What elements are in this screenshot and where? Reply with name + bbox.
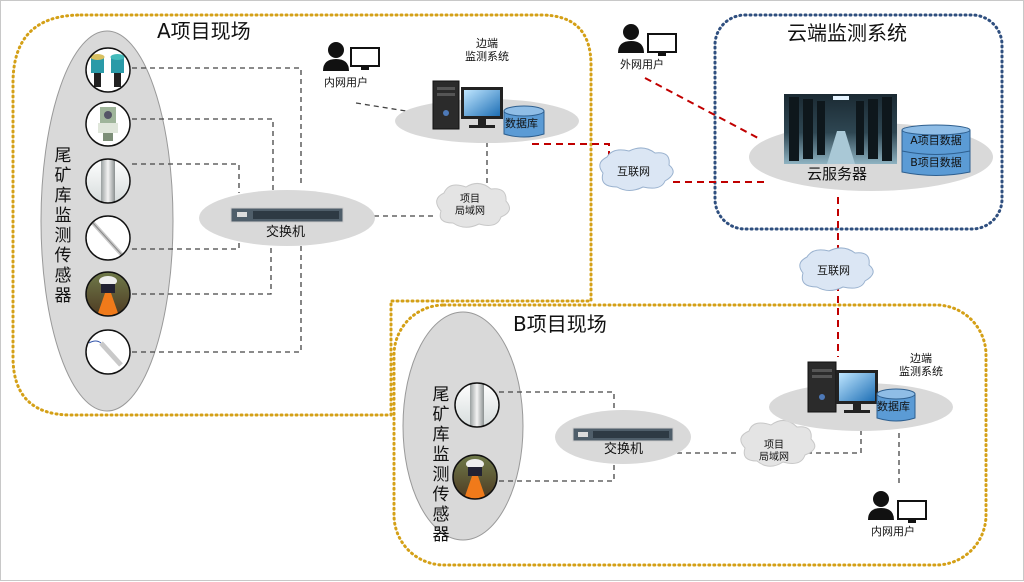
site-a-sensor-group-label: 尾矿库监测传感器 bbox=[54, 146, 72, 306]
site-a-intranet-user-icon bbox=[323, 42, 380, 71]
site-a-lan-cloud bbox=[436, 183, 511, 228]
external-user-label: 外网用户 bbox=[620, 58, 664, 71]
total-station-icon bbox=[85, 101, 131, 147]
site-b-edge-label: 边端 监测系统 bbox=[899, 352, 943, 378]
internet-cloud-2 bbox=[799, 247, 874, 291]
site-a-user-label: 内网用户 bbox=[324, 76, 368, 89]
site-a-edge-computer-icon bbox=[432, 80, 503, 130]
inclinometer-icon bbox=[85, 215, 131, 261]
cloud-db-item-b: B项目数据 bbox=[910, 156, 962, 169]
cloud-system-title: 云端监测系统 bbox=[787, 21, 907, 45]
site-a-switch-label: 交换机 bbox=[266, 225, 306, 240]
site-b-edge-computer-icon bbox=[807, 361, 878, 413]
site-b-lan-links bbox=[499, 391, 900, 486]
site-b-switch-label: 交换机 bbox=[604, 442, 644, 457]
site-b-database-icon bbox=[876, 388, 916, 422]
site-b-intranet-user-icon bbox=[868, 491, 927, 523]
internet-cloud-1 bbox=[599, 147, 674, 191]
water-level-sensor-icon bbox=[85, 329, 131, 375]
external-user-icon bbox=[618, 24, 677, 56]
site-b-gnss-receiver-icon bbox=[452, 454, 498, 500]
site-a-boundary bbox=[11, 13, 593, 417]
cloud-server-label: 云服务器 bbox=[807, 165, 868, 183]
radar-level-gauge-icon bbox=[85, 47, 131, 93]
site-b-user-label: 内网用户 bbox=[871, 525, 915, 538]
site-b-piezometer-icon bbox=[454, 382, 500, 428]
cloud-db-item-a: A项目数据 bbox=[910, 134, 962, 147]
site-a-db-label: 数据库 bbox=[505, 117, 538, 130]
site-a-edge-label: 边端 监测系统 bbox=[465, 37, 509, 63]
internet-links bbox=[532, 77, 839, 357]
site-b-db-label: 数据库 bbox=[877, 400, 910, 413]
piezometer-icon bbox=[85, 158, 131, 204]
site-a-lan-label: 项目 局域网 bbox=[455, 194, 485, 217]
site-a-title: A项目现场 bbox=[157, 19, 251, 43]
site-b-switch-icon bbox=[572, 427, 674, 442]
site-b-title: B项目现场 bbox=[513, 312, 607, 336]
gnss-receiver-icon bbox=[85, 271, 131, 317]
cloud-database-icon bbox=[901, 124, 971, 176]
site-b-lan-cloud bbox=[740, 420, 816, 467]
site-a-switch-icon bbox=[230, 207, 344, 223]
cloud-system-boundary bbox=[713, 13, 1004, 231]
site-b-boundary bbox=[392, 303, 988, 567]
site-b-sensor-group bbox=[402, 311, 524, 541]
internet-label-1: 互联网 bbox=[617, 165, 650, 178]
cloud-server-icon bbox=[784, 94, 897, 164]
site-b-sensor-group-label: 尾矿库监测传感器 bbox=[432, 385, 450, 545]
site-a-database-icon bbox=[503, 105, 545, 138]
site-b-lan-label: 项目 局域网 bbox=[759, 440, 789, 463]
internet-label-2: 互联网 bbox=[817, 264, 850, 277]
